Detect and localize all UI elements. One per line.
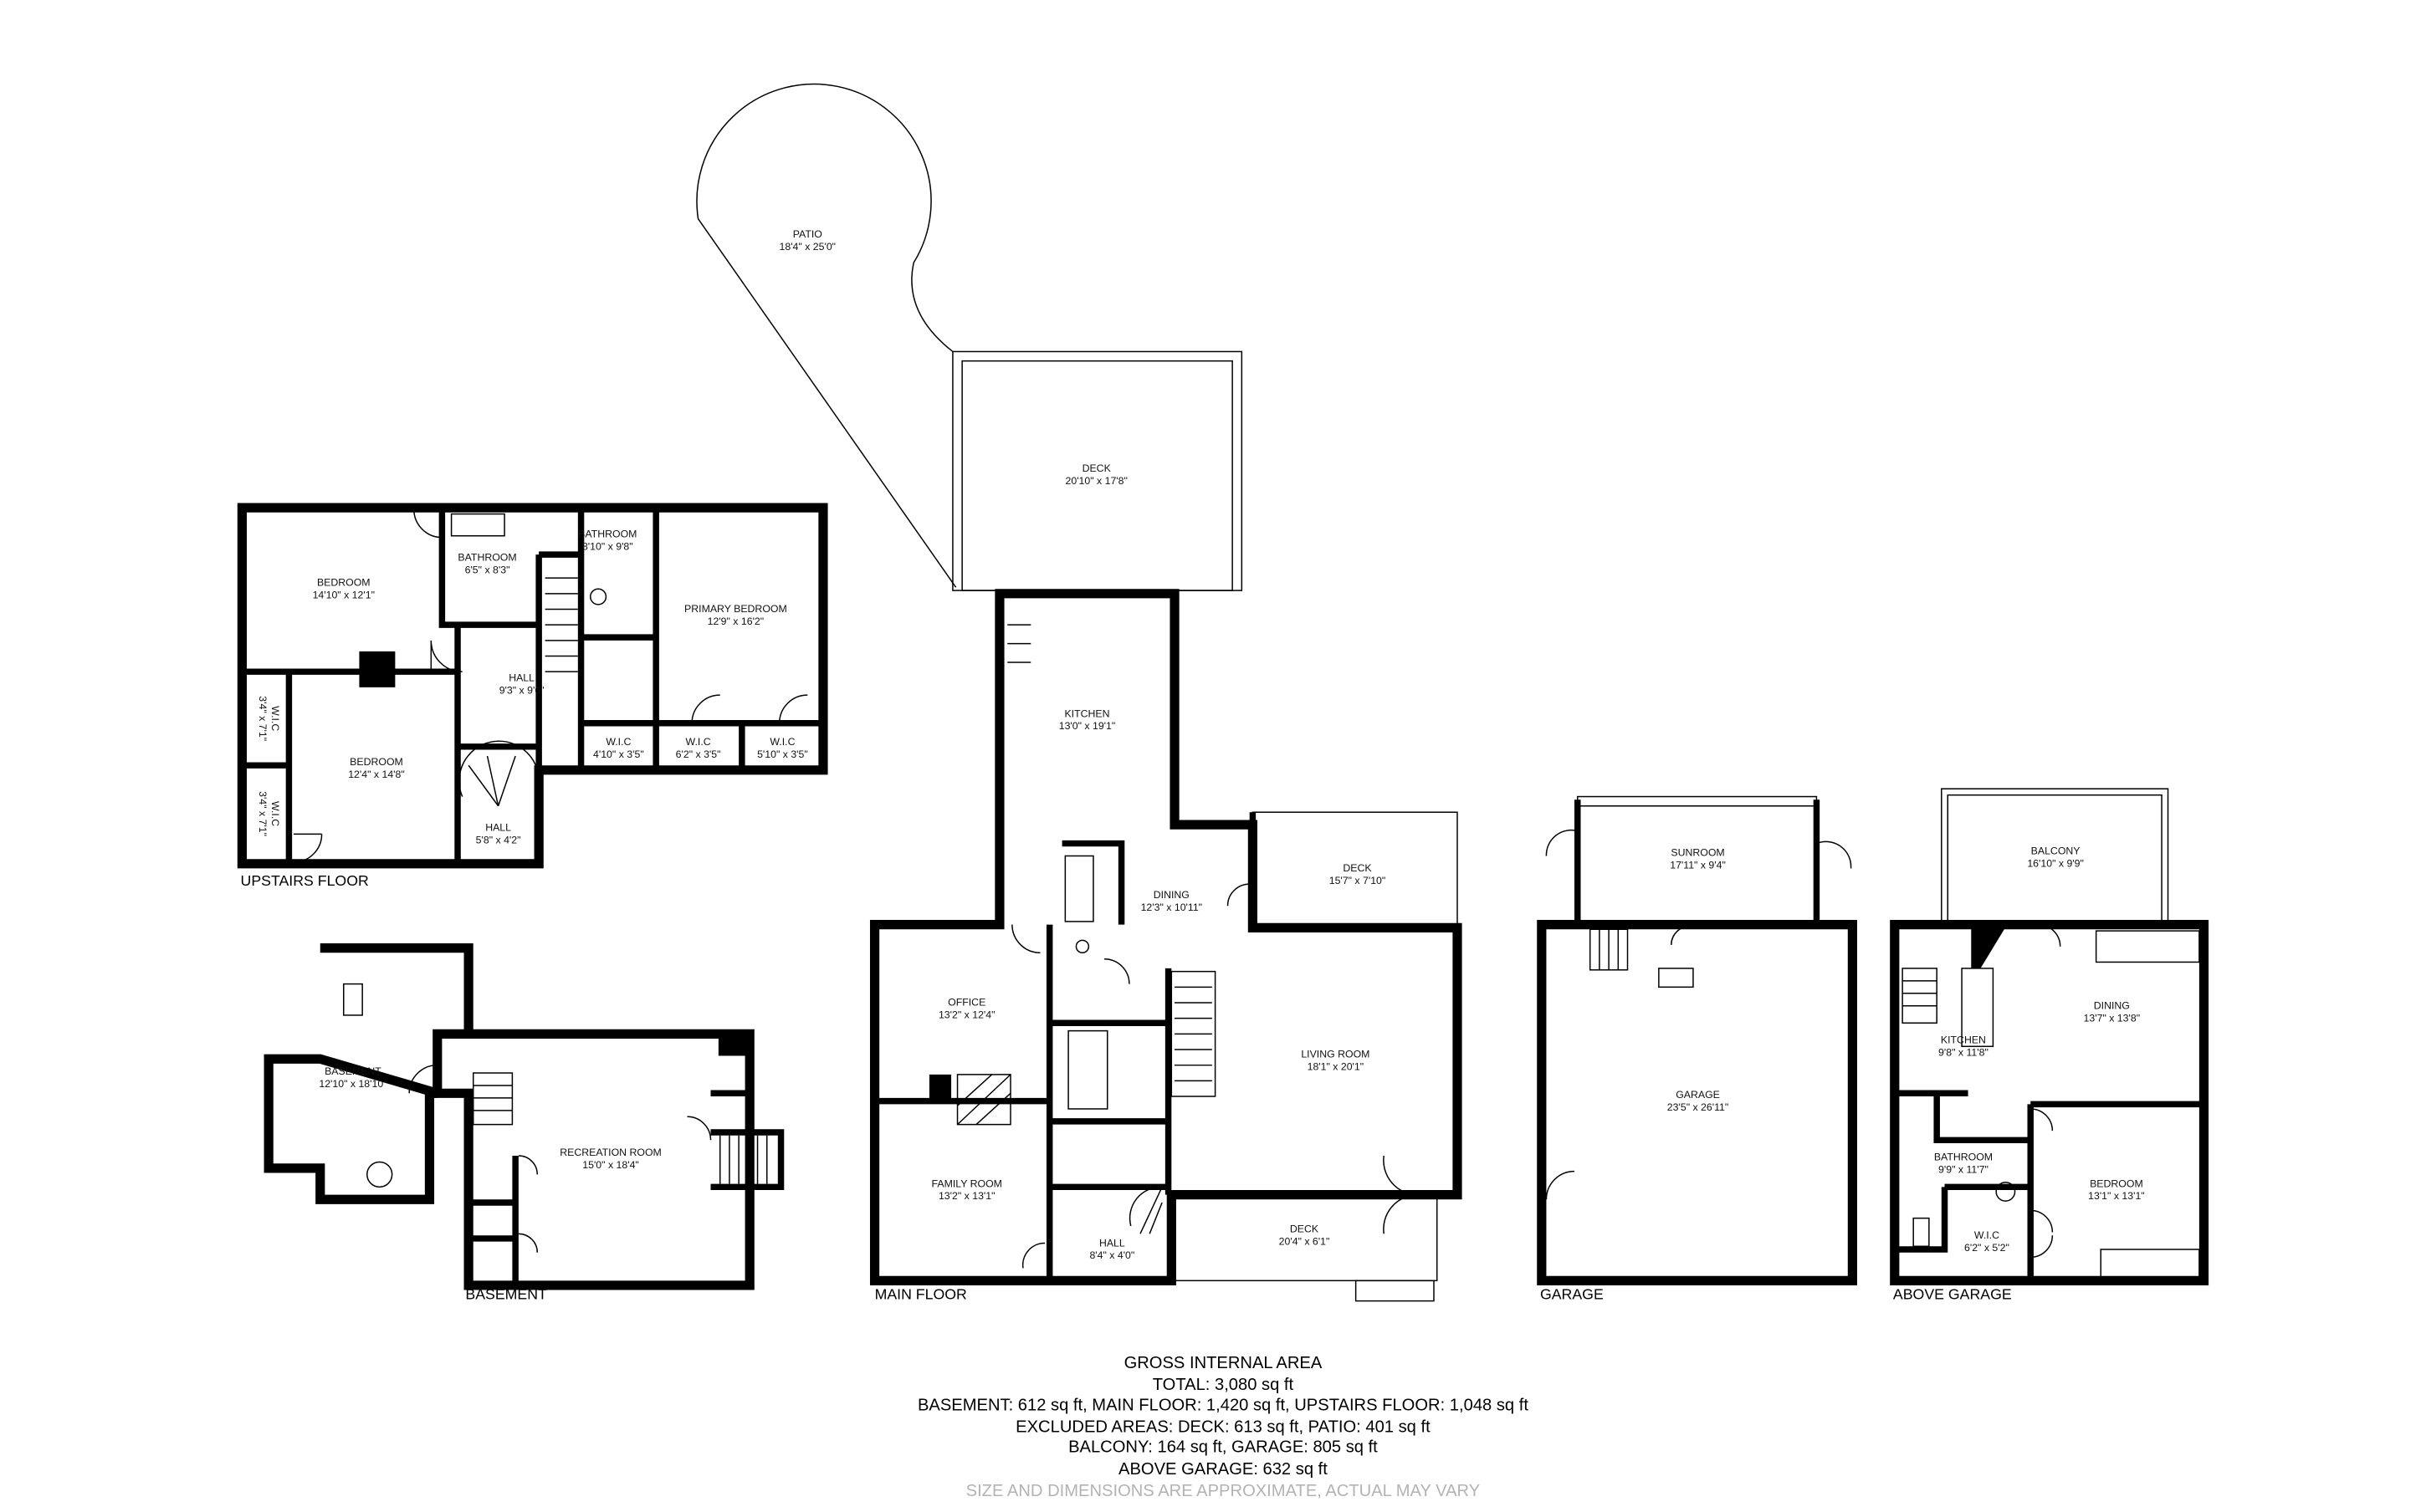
room-name: W.I.C [269, 801, 281, 826]
room-name: RECREATION ROOM [560, 1147, 662, 1158]
disclaimer: SIZE AND DIMENSIONS ARE APPROXIMATE, ACT… [966, 1482, 1481, 1500]
floor-label-basement: BASEMENT [465, 1286, 547, 1303]
room-name: HALL [1099, 1237, 1125, 1249]
area-summary-title: GROSS INTERNAL AREA [1124, 1354, 1323, 1372]
room-name: BASEMENT [325, 1065, 381, 1077]
room-dimensions: 12'3" x 10'11" [1141, 902, 1202, 913]
room-dimensions: 3'4" x 7'1" [257, 696, 269, 741]
room-dimensions: 5'8" x 4'2" [476, 835, 521, 846]
area-summary-line: BALCONY: 164 sq ft, GARAGE: 805 sq ft [1068, 1438, 1378, 1457]
area-summary: GROSS INTERNAL AREA TOTAL: 3,080 sq ft B… [918, 1354, 1528, 1500]
room-name: DINING [1154, 889, 1190, 901]
room-dimensions: 8'10" x 9'8" [582, 541, 633, 553]
room-dimensions: 17'11" x 9'4" [1670, 859, 1726, 871]
room-name: DECK [1083, 462, 1112, 474]
room-dimensions: 23'5" x 26'11" [1667, 1101, 1728, 1113]
room-name: GARAGE [1676, 1089, 1720, 1101]
room-dimensions: 13'2" x 13'1" [939, 1190, 996, 1202]
room-dimensions: 15'7" x 7'10" [1329, 875, 1386, 886]
room-name: PRIMARY BEDROOM [684, 603, 787, 615]
room-name: KITCHEN [1064, 707, 1109, 719]
area-summary-line: ABOVE GARAGE: 632 sq ft [1118, 1460, 1328, 1479]
room-dimensions: 13'2" x 12'4" [939, 1009, 996, 1021]
room-dimensions: 12'4" x 14'8" [348, 769, 405, 780]
room-name: LIVING ROOM [1301, 1048, 1369, 1060]
room-name: W.I.C [770, 736, 795, 748]
room-name: BEDROOM [317, 576, 371, 588]
room-dimensions: 14'10" x 12'1" [313, 589, 375, 600]
garage-floor-plan: SUNROOM 17'11" x 9'4" GARAGE 23'5" x 26'… [1537, 795, 1857, 1303]
room-dimensions: 9'9" x 11'7" [1938, 1164, 1988, 1176]
room-name: W.I.C [1974, 1229, 1999, 1241]
area-summary-line: EXCLUDED AREAS: DECK: 613 sq ft, PATIO: … [1016, 1418, 1431, 1436]
room-name: PATIO [793, 228, 822, 240]
room-dimensions: 5'10" x 3'5" [757, 748, 808, 760]
area-summary-line: BASEMENT: 612 sq ft, MAIN FLOOR: 1,420 s… [918, 1396, 1528, 1414]
room-dimensions: 8'4" x 4'0" [1089, 1249, 1134, 1261]
room-dimensions: 13'1" x 13'1" [2088, 1190, 2145, 1202]
room-name: W.I.C [606, 736, 631, 748]
room-dimensions: 4'10" x 3'5" [593, 748, 644, 760]
main-floor-plan: PATIO 18'4" x 25'0" DECK 20'10" x 17'8" … [696, 83, 1462, 1303]
floor-label-main: MAIN FLOOR [875, 1286, 967, 1303]
room-name: BEDROOM [350, 756, 403, 768]
area-summary-line: TOTAL: 3,080 sq ft [1153, 1376, 1294, 1394]
room-dimensions: 9'3" x 9'6" [499, 684, 545, 696]
room-dimensions: 18'1" x 20'1" [1308, 1060, 1364, 1072]
room-dimensions: 12'10" x 18'10" [319, 1078, 386, 1090]
floor-label-above-garage: ABOVE GARAGE [1893, 1286, 2012, 1303]
room-name: DECK [1343, 862, 1372, 874]
room-name: OFFICE [948, 997, 985, 1009]
room-name: FAMILY ROOM [932, 1177, 1002, 1189]
room-dimensions: 18'4" x 25'0" [780, 241, 837, 253]
floor-label-garage: GARAGE [1540, 1286, 1604, 1303]
room-dimensions: 15'0" x 18'4" [582, 1159, 639, 1171]
room-dimensions: 3'4" x 7'1" [257, 791, 269, 836]
room-dimensions: 12'9" x 16'2" [708, 616, 765, 627]
room-dimensions: 6'2" x 3'5" [676, 748, 721, 760]
room-dimensions: 20'10" x 17'8" [1066, 475, 1128, 487]
upstairs-floor-plan: BEDROOM 14'10" x 12'1" BATHROOM 6'5" x 8… [237, 503, 828, 889]
room-name: DINING [2094, 999, 2130, 1011]
room-name: SUNROOM [1671, 846, 1724, 858]
room-dimensions: 20'4" x 6'1" [1279, 1235, 1330, 1247]
room-name: HALL [509, 672, 535, 683]
room-dimensions: 9'8" x 11'8" [1938, 1046, 1988, 1058]
room-name: BATHROOM [458, 552, 516, 564]
room-name: BATHROOM [1934, 1152, 1993, 1163]
room-name: BALCONY [2031, 845, 2081, 857]
room-name: BATHROOM [578, 529, 637, 540]
room-dimensions: 13'0" x 19'1" [1059, 720, 1116, 732]
room-name: W.I.C [686, 736, 711, 748]
floor-label-upstairs: UPSTAIRS FLOOR [241, 872, 369, 889]
above-garage-floor-plan: BALCONY 16'10" x 9'9" DINING 13'7" x 13'… [1890, 788, 2209, 1303]
room-name: KITCHEN [1941, 1034, 1986, 1046]
room-dimensions: 16'10" x 9'9" [2027, 858, 2084, 870]
room-name: W.I.C [269, 706, 281, 731]
room-dimensions: 13'7" x 13'8" [2084, 1012, 2141, 1024]
room-dimensions: 6'5" x 8'3" [465, 564, 510, 576]
room-name: HALL [485, 822, 511, 834]
room-name: DECK [1290, 1223, 1319, 1234]
room-dimensions: 6'2" x 5'2" [1964, 1242, 2009, 1254]
basement-floor-plan: BASEMENT 12'10" x 18'10" RECREATION ROOM… [264, 943, 785, 1303]
room-name: BEDROOM [2090, 1177, 2143, 1189]
